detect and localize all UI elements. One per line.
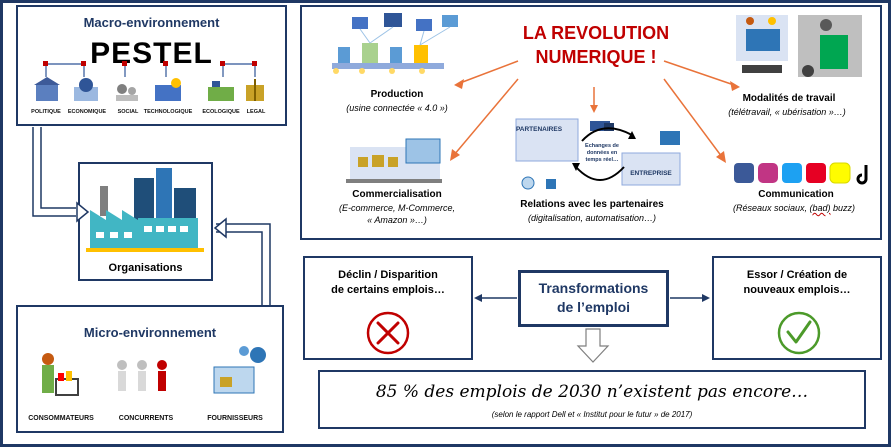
pestel-economique: ECONOMIQUE [67,109,107,115]
macro-environment-box: Macro-environnement PESTEL POLITIQUE ECO… [16,5,287,126]
consumers-icon [42,353,79,396]
pestel-connectors [34,61,264,101]
commercialisation-icon [346,138,442,183]
production-subtitle: (usine connectée « 4.0 ») [346,103,448,113]
uberisation-icon [798,15,862,77]
partenaires-label: PARTENAIRES [515,126,563,133]
quote-text: 85 % des emplois de 2030 n’existent pas … [375,382,809,402]
commercialisation-title: Commercialisation [352,189,442,200]
social-media-icons [734,162,872,185]
ecologique-icon [208,81,234,101]
organisations-label: Organisations [108,262,183,274]
competitors-icon [117,360,167,391]
pestel-technologique: TECHNOLOGIQUE [143,109,193,115]
micro-consommateurs: CONSOMMATEURS [28,415,94,422]
communication-subtitle: (Réseaux sociaux, (bad) buzz) [732,203,856,213]
micro-concurrents: CONCURRENTS [118,415,174,422]
relations-icon [515,118,681,190]
micro-environment-box: Micro-environnement CONSOMMATEURS CONCUR… [16,305,284,433]
declin-box: Déclin / Disparition de certains emplois… [303,256,473,360]
factory-icon [86,168,204,252]
politique-icon [34,77,60,101]
suppliers-icon [213,346,266,394]
production-title: Production [370,89,424,100]
modalites-subtitle: (télétravail, « ubérisation »…) [728,107,846,117]
technologique-icon [155,78,181,101]
digital-revolution-box: LA REVOLUTION NUMERIQUE ! Production (us… [300,5,882,240]
revolution-illustrations [332,13,872,190]
legal-icon [246,79,264,101]
transformations-box: Transformations de l’emploi [518,270,669,327]
quote-box: 85 % des emplois de 2030 n’existent pas … [318,370,866,429]
echanges-label: Echanges de données en temps réel… [585,143,619,163]
modalites-title: Modalités de travail [742,93,836,104]
production-icon [332,13,458,74]
pestel-title: PESTEL [90,37,213,70]
quote-source: (selon le rapport Dell et « Institut pou… [491,410,693,419]
pestel-politique: POLITIQUE [31,109,61,115]
entreprise-label: ENTREPRISE [630,170,672,177]
transformations-text: Transformations de l’emploi [538,280,649,315]
economique-icon [74,78,98,101]
communication-title: Communication [758,189,834,200]
commercialisation-subtitle-1: (E-commerce, M-Commerce, [338,203,455,213]
micro-icons [42,346,266,396]
pestel-ecologique: ECOLOGIQUE [202,109,240,115]
macro-title: Macro-environnement [83,15,220,30]
cross-icon [366,311,410,355]
teletravail-icon [736,15,788,73]
social-icon [116,84,138,101]
revolution-title-line2: NUMERIQUE ! [535,47,657,67]
commercialisation-subtitle-2: « Amazon »…) [367,215,427,225]
check-icon [777,311,821,355]
essor-box: Essor / Création de nouveaux emplois… [712,256,882,360]
relations-title: Relations avec les partenaires [520,199,664,210]
pestel-legal: LEGAL [246,109,266,115]
essor-text: Essor / Création de nouveaux emplois… [743,269,851,296]
micro-title: Micro-environnement [83,325,217,340]
declin-text: Déclin / Disparition de certains emplois… [331,269,445,296]
revolution-title-line1: LA REVOLUTION [522,23,670,43]
pestel-social: SOCIAL [117,109,139,115]
revolution-title: LA REVOLUTION NUMERIQUE ! [480,21,712,69]
relations-subtitle: (digitalisation, automatisation…) [527,213,657,223]
organisations-box: Organisations [78,162,213,281]
micro-fournisseurs: FOURNISSEURS [207,415,263,422]
